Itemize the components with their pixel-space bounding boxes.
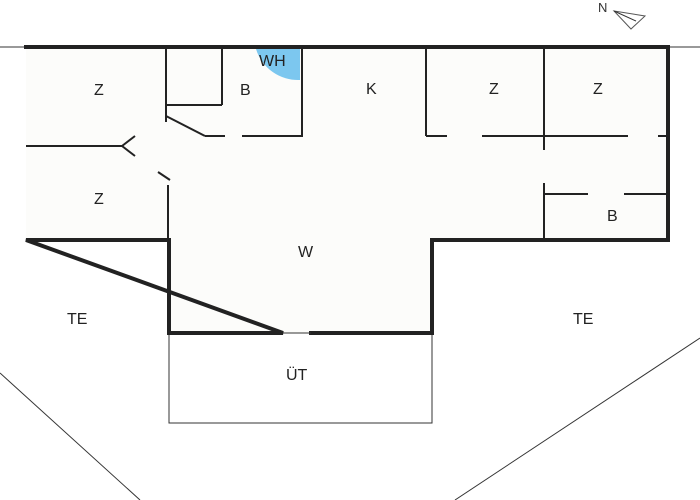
building-floor [26, 47, 668, 333]
room-label-bedroom-top-left: Z [94, 82, 104, 99]
room-label-terrace-left: TE [67, 311, 87, 328]
room-label-kitchen: K [366, 81, 377, 98]
terrace-boundaries [0, 46, 700, 500]
north-label: N [598, 0, 607, 15]
room-label-bedroom-right-1: Z [489, 81, 499, 98]
room-label-bathroom-right: B [607, 208, 618, 225]
room-label-bathroom-top: B [240, 82, 251, 99]
room-label-bedroom-mid-left: Z [94, 191, 104, 208]
room-label-water-heater: WH [259, 53, 286, 70]
north-arrow-icon [612, 10, 647, 30]
room-label-outdoor: ÜT [286, 366, 308, 384]
room-label-living: W [298, 244, 314, 261]
north-arrow: N [598, 0, 647, 30]
water-heater-marker [256, 49, 300, 81]
interior-walls [26, 47, 668, 240]
room-label-terrace-right: TE [573, 311, 593, 328]
room-label-bedroom-right-2: Z [593, 81, 603, 98]
